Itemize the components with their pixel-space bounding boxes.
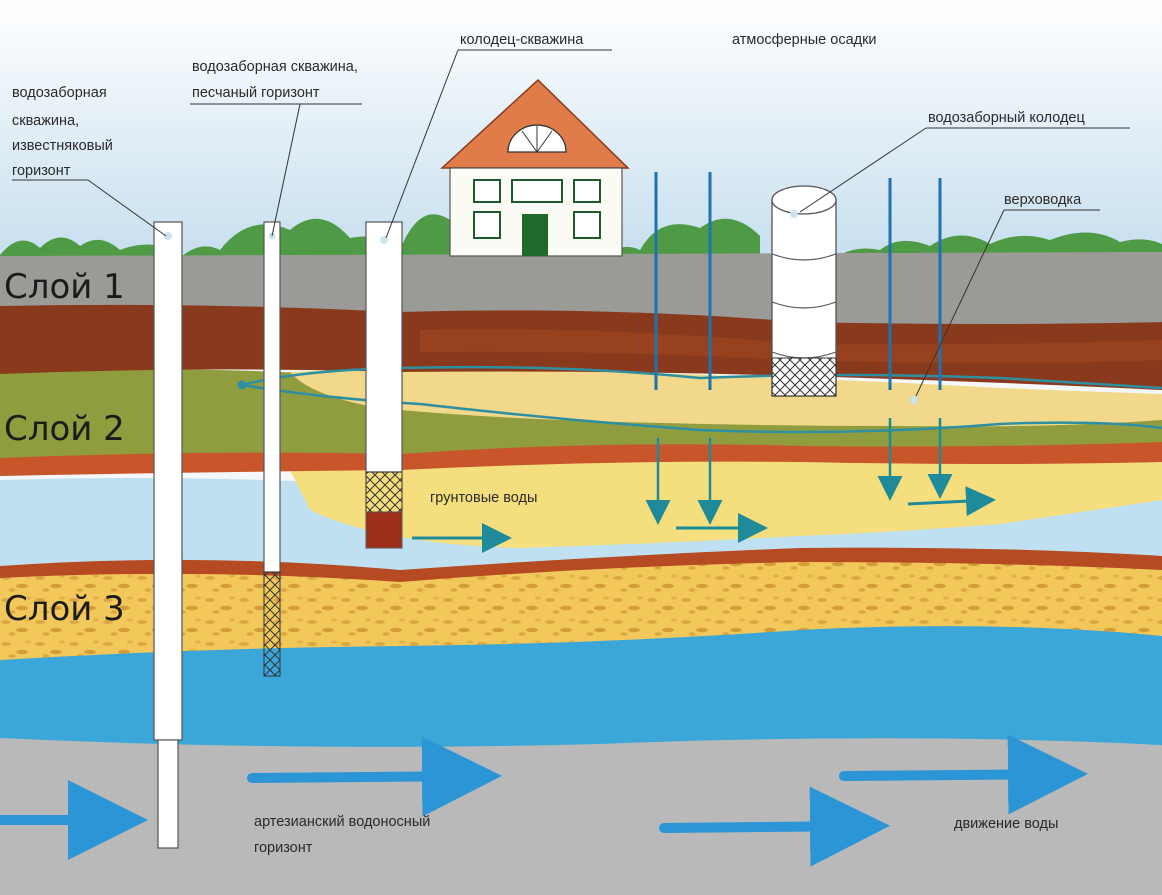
sand-pebbles (0, 556, 1162, 660)
layer-label-1: Слой 1 (4, 267, 125, 307)
label-perched-water: верховодка (1004, 192, 1082, 208)
perched-water-marker (910, 396, 918, 404)
label-artesian: артезианский водоносный горизонт (254, 814, 434, 856)
label-intake-well: водозаборный колодец (928, 110, 1085, 126)
line-start-dot (237, 380, 247, 390)
leader-lines (12, 49, 1130, 397)
limestone-well (153, 221, 183, 849)
intake-well (771, 185, 837, 397)
precipitation-arrows (654, 172, 942, 390)
groundwater-flow-arrows (412, 486, 996, 553)
layer-label-3: Слой 3 (4, 589, 125, 629)
sand-well (263, 221, 281, 677)
house-door (522, 214, 548, 256)
clay-stripe-lower (0, 542, 1162, 582)
layer-label-2: Слой 2 (4, 409, 125, 449)
house (440, 78, 630, 257)
perched-water-lens (290, 368, 1162, 427)
label-precipitation: атмосферные осадки (732, 32, 877, 48)
clay-stripe-middle (0, 440, 1162, 476)
label-water-movement: движение воды (954, 816, 1058, 832)
topsoil-layer (0, 252, 1162, 324)
label-well-limestone: водозаборная скважина, известняковый гор… (12, 85, 117, 179)
artesian-aquifer (0, 617, 1162, 747)
infiltration-arrows (645, 418, 953, 525)
dug-well-borehole (365, 221, 403, 549)
house-windows (473, 179, 601, 239)
artesian-flow-arrows (0, 734, 1088, 867)
label-groundwater: грунтовые воды (430, 490, 537, 506)
label-well-sand: водозаборная скважина, песчаный горизонт (192, 59, 362, 101)
label-dug-well-borehole: колодец-скважина (460, 32, 584, 48)
